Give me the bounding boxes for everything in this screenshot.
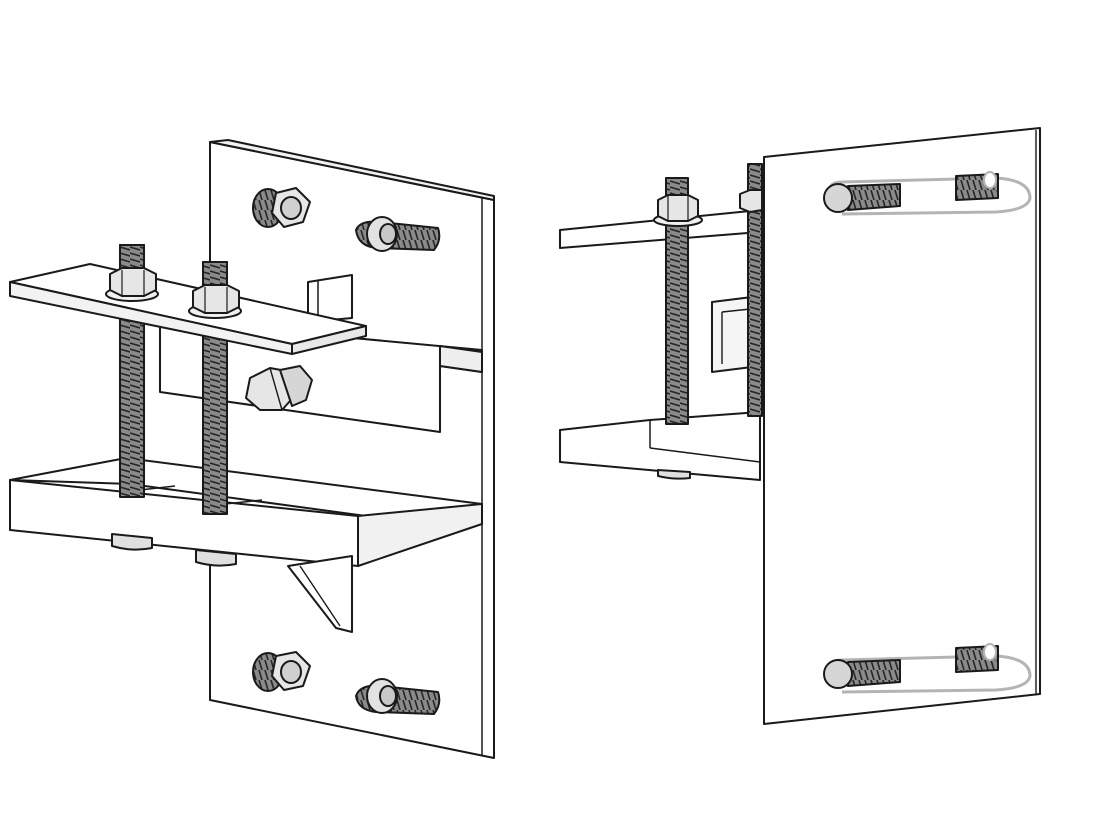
anchor-bolt-bottom-right [355, 678, 441, 715]
hex-nut-top-right [188, 284, 242, 319]
hex-nut-top-left [105, 267, 159, 302]
anchor-bolt-top-right [355, 216, 441, 252]
u-bolt-bottom [823, 643, 1032, 694]
rear-lower-nut [657, 469, 691, 480]
rear-lower-arm [559, 411, 761, 481]
lower-nuts [111, 533, 237, 567]
gusset-plate [287, 555, 353, 633]
anchor-bolt-top-left [252, 187, 311, 228]
wall-plate-front [209, 139, 495, 759]
u-bolt-top [823, 171, 1032, 216]
rear-view-bracket [559, 127, 1041, 725]
wall-plate-rear [763, 127, 1041, 725]
rear-hex-nut [653, 189, 763, 227]
center-hex-bolt [245, 365, 313, 411]
anchor-bolt-bottom-left [252, 651, 311, 692]
front-view-bracket [9, 139, 495, 759]
rear-threaded-rod-front [665, 177, 689, 425]
upper-angle-bracket [159, 274, 483, 433]
rear-threaded-rod-back [747, 163, 763, 417]
